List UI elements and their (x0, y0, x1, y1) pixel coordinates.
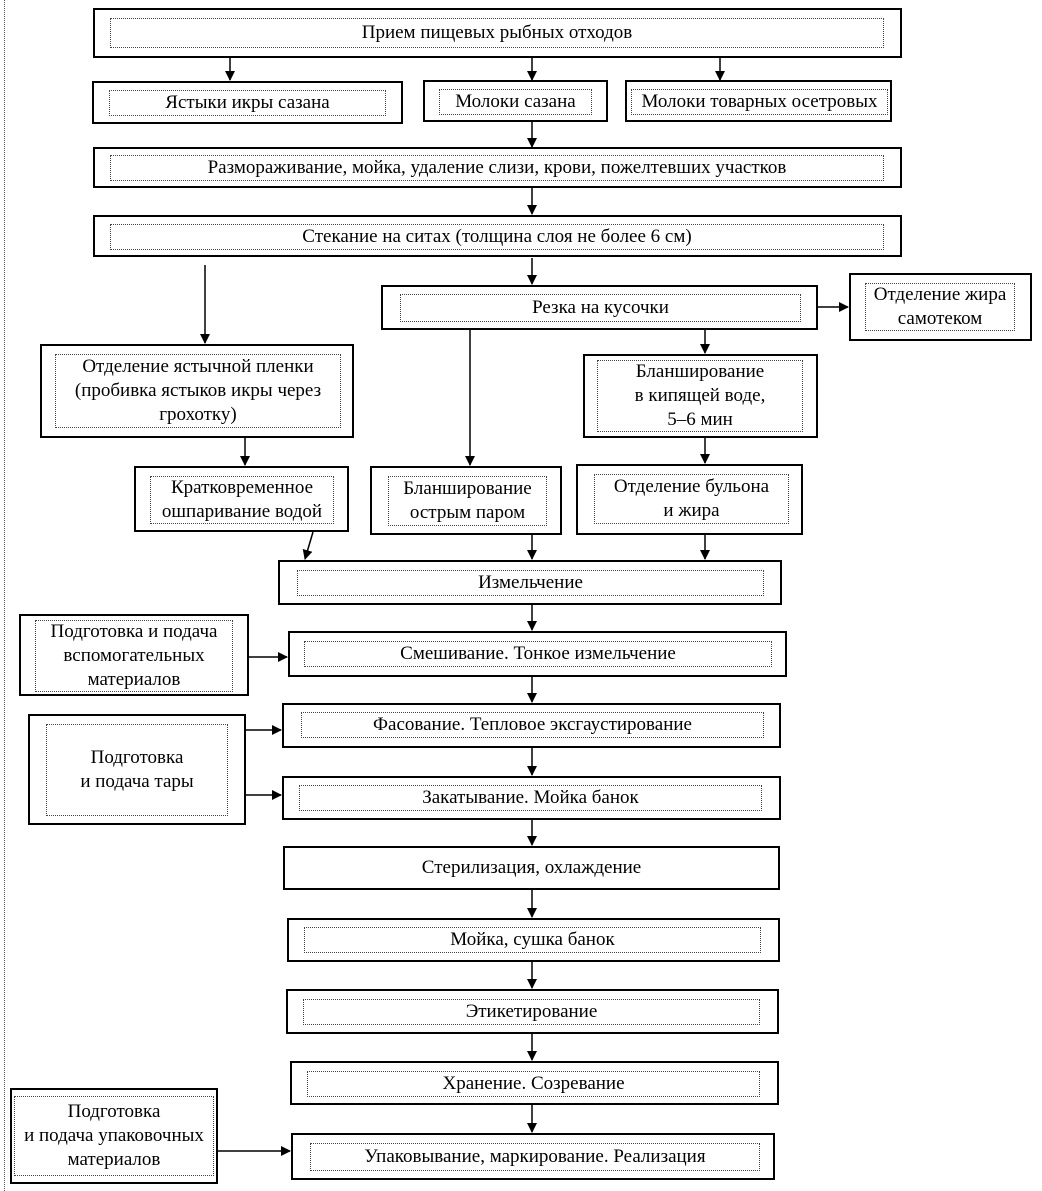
step-scald: Кратковременное ошпаривание водой (134, 466, 349, 532)
step-blanch-water-line-3: 5–6 мин (667, 409, 733, 430)
step-thaw-wash-label: Размораживание, мойка, удаление слизи, к… (110, 155, 884, 181)
step-packaging-materials-line-2: и подача упаковочных (24, 1125, 204, 1146)
step-blanch-water-line-1: Бланширование (635, 361, 765, 382)
step-wash-dry-label: Мойка, сушка банок (304, 927, 761, 953)
arrow-scald-to-grind (302, 531, 314, 560)
step-broth-separation-label: Отделение бульона и жира (594, 474, 789, 524)
step-storage-label: Хранение. Созревание (307, 1071, 760, 1097)
step-container-prep: Подготовка и подача тары (28, 714, 246, 825)
step-blanch-steam: Бланширование острым паром (370, 466, 562, 535)
step-cut-label: Резка на кусочки (400, 294, 801, 322)
step-seal-label: Закатывание. Мойка банок (299, 785, 762, 811)
step-receive: Прием пищевых рыбных отходов (93, 8, 902, 58)
step-film-separation-line-1: Отделение ястычной пленки (82, 356, 314, 377)
step-film-separation-line-2: (пробивка ястыков икры через (74, 380, 322, 401)
step-label-label: Этикетирование (303, 999, 760, 1025)
step-aux-materials: Подготовка и подача вспомогательных мате… (19, 614, 249, 696)
step-sterilize: Стерилизация, охлаждение (283, 846, 780, 890)
step-storage: Хранение. Созревание (290, 1061, 779, 1105)
step-fat-separation-line-1: Отделение жира (873, 284, 1007, 305)
step-cut: Резка на кусочки (381, 285, 818, 330)
step-packaging-materials-label: Подготовка и подача упаковочных материал… (14, 1096, 214, 1176)
step-aux-materials-line-2: вспомогательных (63, 645, 205, 666)
step-film-separation-label: Отделение ястычной пленки (пробивка ясты… (55, 354, 341, 428)
step-scald-line-1: Кратковременное (170, 477, 314, 498)
page-edge-line (4, 0, 5, 1191)
step-aux-materials-line-3: материалов (87, 669, 181, 690)
step-blanch-water-line-2: в кипящей воде, (634, 385, 766, 406)
step-fat-separation-label: Отделение жира самотеком (865, 283, 1015, 331)
step-scald-label: Кратковременное ошпаривание водой (150, 476, 334, 524)
step-drain: Стекание на ситах (толщина слоя не более… (93, 215, 902, 257)
step-blanch-steam-label: Бланширование острым паром (388, 476, 547, 526)
step-sturgeon-milt-label: Молоки товарных осетровых (631, 89, 888, 115)
step-container-prep-label: Подготовка и подача тары (46, 724, 228, 816)
step-aux-materials-label: Подготовка и подача вспомогательных мате… (35, 620, 233, 692)
step-carp-roe-sacs-label: Ястыки икры сазана (109, 90, 386, 116)
step-mix: Смешивание. Тонкое измельчение (288, 631, 787, 677)
step-scald-line-2: ошпаривание водой (161, 501, 323, 522)
step-blanch-steam-line-1: Бланширование (403, 478, 532, 499)
step-wash-dry: Мойка, сушка банок (287, 918, 780, 962)
step-packaging-materials-line-3: материалов (67, 1149, 161, 1170)
step-container-prep-line-2: и подача тары (80, 771, 194, 792)
step-fill-label: Фасование. Тепловое эксгаустирование (301, 712, 764, 738)
step-thaw-wash: Размораживание, мойка, удаление слизи, к… (93, 147, 902, 188)
step-fat-separation: Отделение жира самотеком (849, 273, 1032, 341)
step-blanch-steam-line-2: острым паром (409, 502, 526, 523)
step-packaging-materials-line-1: Подготовка (67, 1101, 161, 1122)
step-broth-separation-line-2: и жира (663, 500, 720, 521)
step-carp-roe-sacs: Ястыки икры сазана (92, 81, 403, 124)
step-fill: Фасование. Тепловое эксгаустирование (282, 703, 781, 748)
step-carp-milt: Молоки сазана (423, 80, 608, 122)
step-film-separation-line-3: грохотку) (159, 404, 237, 425)
step-receive-label: Прием пищевых рыбных отходов (110, 18, 884, 48)
step-broth-separation-line-1: Отделение бульона (613, 476, 770, 497)
step-aux-materials-line-1: Подготовка и подача (50, 621, 218, 642)
step-label: Этикетирование (286, 989, 779, 1034)
step-broth-separation: Отделение бульона и жира (576, 464, 803, 535)
step-sterilize-label: Стерилизация, охлаждение (421, 857, 642, 878)
step-sturgeon-milt: Молоки товарных осетровых (625, 80, 892, 122)
step-film-separation: Отделение ястычной пленки (пробивка ясты… (40, 344, 354, 438)
step-container-prep-line-1: Подготовка (90, 747, 184, 768)
step-packaging-materials: Подготовка и подача упаковочных материал… (10, 1088, 218, 1184)
step-grind: Измельчение (278, 560, 782, 605)
step-carp-milt-label: Молоки сазана (439, 89, 592, 115)
step-grind-label: Измельчение (297, 570, 764, 596)
step-mix-label: Смешивание. Тонкое измельчение (304, 641, 772, 667)
step-fat-separation-line-2: самотеком (897, 308, 983, 329)
step-pack-label: Упаковывание, маркирование. Реализация (310, 1143, 760, 1171)
step-pack: Упаковывание, маркирование. Реализация (291, 1133, 775, 1180)
step-drain-label: Стекание на ситах (толщина слоя не более… (110, 224, 884, 250)
step-blanch-water: Бланширование в кипящей воде, 5–6 мин (583, 354, 818, 438)
step-blanch-water-label: Бланширование в кипящей воде, 5–6 мин (597, 360, 803, 432)
step-seal: Закатывание. Мойка банок (282, 776, 781, 820)
